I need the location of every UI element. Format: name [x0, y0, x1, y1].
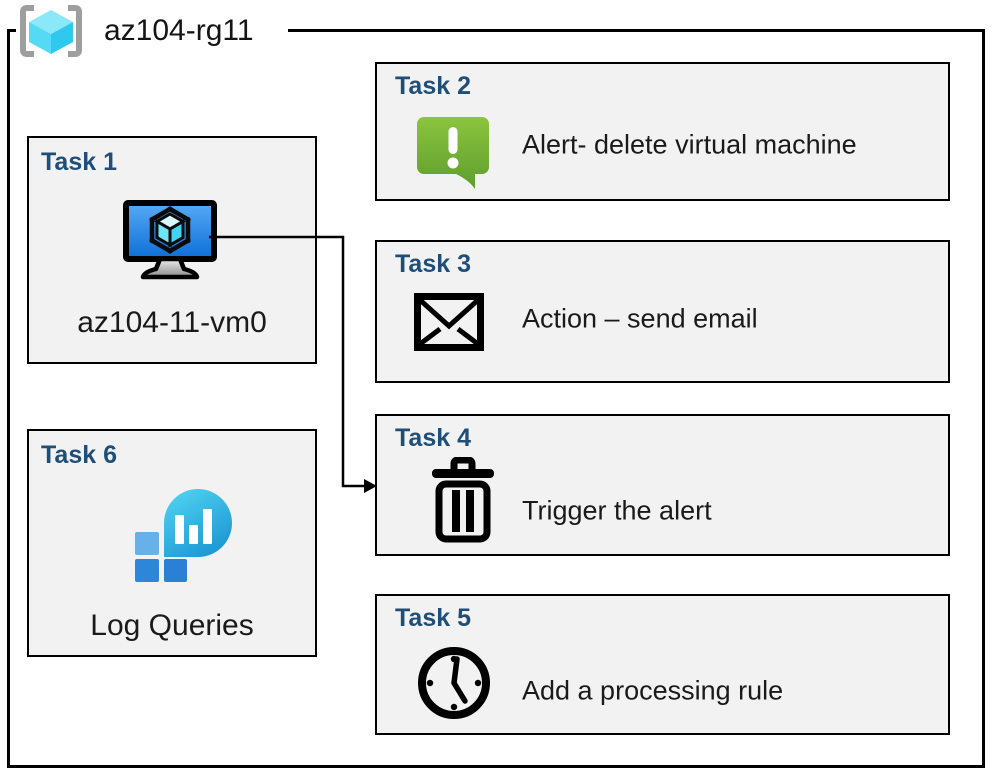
task2-box: Task 2 Alert- delete virtual machine [375, 62, 950, 201]
trash-delete-icon [430, 456, 496, 543]
task6-title: Task 6 [41, 441, 117, 469]
task6-box: Task 6 Log Queries [27, 429, 317, 657]
task5-title: Task 5 [395, 604, 471, 632]
resource-group-icon [17, 4, 85, 58]
task1-title: Task 1 [41, 148, 117, 176]
resource-group-title: az104-rg11 [100, 13, 262, 49]
task2-label: Alert- delete virtual machine [522, 129, 857, 160]
clock-icon [414, 643, 494, 723]
task4-box: Task 4 Trigger the alert [375, 414, 950, 556]
query-bubble [164, 489, 232, 557]
task2-title: Task 2 [395, 72, 471, 100]
task3-title: Task 3 [395, 250, 471, 278]
task3-label: Action – send email [522, 303, 758, 334]
task4-title: Task 4 [395, 424, 471, 452]
task1-label: az104-11-vm0 [77, 306, 267, 339]
task4-label: Trigger the alert [522, 495, 712, 526]
task1-box: Task 1 [27, 136, 317, 364]
email-envelope-icon [414, 293, 484, 351]
alert-speech-bubble-icon [415, 112, 491, 194]
task5-label: Add a processing rule [522, 675, 784, 706]
log-analytics-icon [135, 487, 235, 585]
virtual-machine-icon [122, 199, 218, 281]
task3-box: Task 3 Action – send email [375, 240, 950, 383]
task6-label: Log Queries [90, 609, 254, 642]
task5-box: Task 5 Add a processing rule [375, 594, 950, 735]
